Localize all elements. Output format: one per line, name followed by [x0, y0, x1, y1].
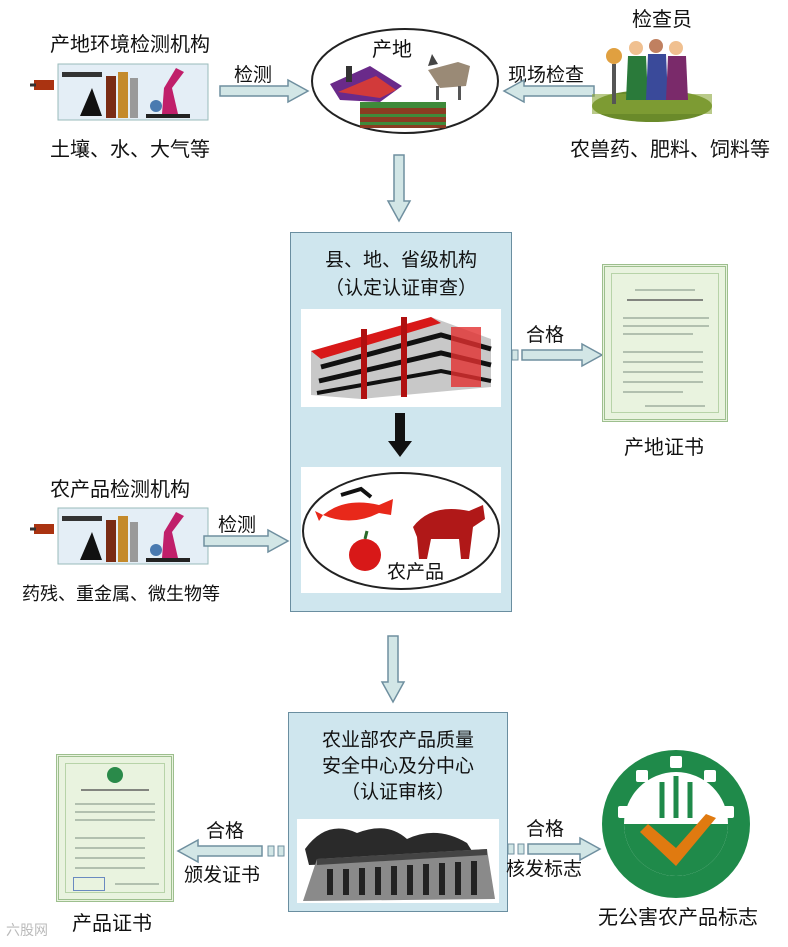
origin-cert-label: 产地证书: [624, 436, 704, 458]
origin-label: 产地: [372, 38, 412, 60]
agency-building-image: [301, 309, 501, 407]
issue-mark-label: 核发标志: [506, 858, 582, 880]
ministry-box-title-1: 农业部农产品质量: [289, 727, 507, 753]
ministry-center-box: 农业部农产品质量 安全中心及分中心 （认证审核）: [288, 712, 508, 912]
arrow-right-icon: [204, 530, 290, 552]
logo-caption: 无公害农产品标志: [598, 906, 758, 928]
arrow-down-icon: [388, 155, 410, 223]
product-cert-label: 产品证书: [72, 912, 152, 934]
produce-image: 农产品: [301, 467, 501, 593]
env-lab-title: 产地环境检测机构: [50, 33, 210, 55]
product-lab-title: 农产品检测机构: [50, 478, 190, 500]
ministry-box-title-3: （认证审核）: [289, 779, 507, 805]
arrow-left-icon: [502, 80, 594, 102]
origin-oval: 产地: [310, 26, 500, 136]
arrow-right-icon: [220, 80, 310, 102]
pass-label-left: 合格: [206, 820, 244, 842]
env-lab-items: 土壤、水、大气等: [50, 138, 210, 160]
env-lab-image: [30, 58, 212, 126]
issue-cert-label: 颁发证书: [184, 864, 260, 886]
review-box-title-1: 县、地、省级机构: [291, 247, 511, 273]
origin-certificate-image: [602, 264, 728, 422]
inspector-items: 农兽药、肥料、饲料等: [570, 138, 770, 160]
inspector-title: 检查员: [632, 8, 692, 30]
inspector-image: [592, 34, 712, 122]
pollution-free-logo: [600, 748, 752, 900]
black-arrow-down-icon: [388, 413, 412, 457]
arrow-right-icon: [512, 344, 604, 366]
product-lab-items: 药残、重金属、微生物等: [22, 584, 220, 606]
product-lab-image: [30, 502, 212, 570]
pass-label-right: 合格: [526, 818, 564, 840]
ministry-box-title-2: 安全中心及分中心: [289, 753, 507, 779]
pass-label-1: 合格: [526, 324, 564, 346]
arrow-down-icon: [382, 636, 404, 704]
produce-label: 农产品: [387, 561, 444, 583]
review-box-title-2: （认定认证审查）: [291, 275, 511, 301]
watermark: 六股网: [6, 920, 48, 942]
arrow-right-icon: [508, 838, 602, 860]
review-agency-box: 县、地、省级机构 （认定认证审查） 农产品: [290, 232, 512, 612]
arrow-left-icon: [176, 840, 286, 862]
ministry-building-image: [297, 819, 499, 903]
product-certificate-image: [56, 754, 174, 902]
